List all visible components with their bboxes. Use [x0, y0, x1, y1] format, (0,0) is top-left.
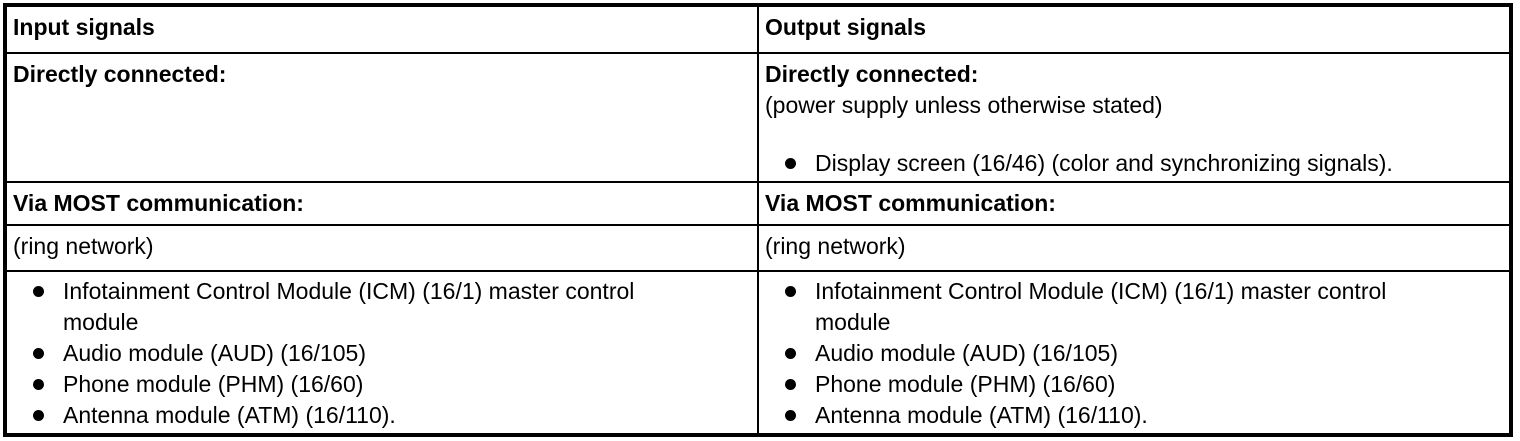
signals-table: Input signals Output signals Directly co…: [3, 3, 1513, 437]
directly-connected-row: Directly connected: Directly connected: …: [4, 52, 1512, 183]
bullet-item-icm: Infotainment Control Module (ICM) (16/1)…: [13, 276, 688, 338]
bullet-item-label: Infotainment Control Module (ICM) (16/1)…: [815, 278, 1387, 335]
input-most-modules-list: Infotainment Control Module (ICM) (16/1)…: [13, 276, 747, 431]
bullet-item-atm: Antenna module (ATM) (16/110).: [765, 400, 1440, 431]
input-directly-connected-title: Directly connected:: [13, 61, 227, 87]
bullet-item-phm: Phone module (PHM) (16/60): [765, 369, 1440, 400]
bullet-item-atm: Antenna module (ATM) (16/110).: [13, 400, 688, 431]
output-ring-network-cell: (ring network): [757, 224, 1512, 272]
bullet-item-display-screen: Display screen (16/46) (color and synchr…: [765, 148, 1499, 179]
input-signals-header: Input signals: [13, 14, 155, 40]
bullet-item-label: Infotainment Control Module (ICM) (16/1)…: [63, 278, 635, 335]
input-directly-connected-cell: Directly connected:: [4, 52, 759, 183]
output-via-most-title: Via MOST communication:: [765, 190, 1056, 216]
output-most-modules-list: Infotainment Control Module (ICM) (16/1)…: [765, 276, 1499, 431]
output-directly-connected-cell: Directly connected: (power supply unless…: [757, 52, 1512, 183]
input-most-modules-cell: Infotainment Control Module (ICM) (16/1)…: [4, 270, 759, 436]
header-row: Input signals Output signals: [4, 4, 1512, 54]
input-via-most-title: Via MOST communication:: [13, 190, 304, 216]
bullet-item-label: Antenna module (ATM) (16/110).: [815, 402, 1148, 428]
bullet-item-label: Audio module (AUD) (16/105): [815, 340, 1118, 366]
bullet-item-label: Phone module (PHM) (16/60): [815, 371, 1116, 397]
output-ring-network-note: (ring network): [765, 233, 906, 259]
bullet-item-aud: Audio module (AUD) (16/105): [765, 338, 1440, 369]
bullet-item-label: Audio module (AUD) (16/105): [63, 340, 366, 366]
bullet-item-phm: Phone module (PHM) (16/60): [13, 369, 688, 400]
bullet-item-label: Phone module (PHM) (16/60): [63, 371, 364, 397]
bullet-item-icm: Infotainment Control Module (ICM) (16/1)…: [765, 276, 1440, 338]
via-most-row: Via MOST communication: Via MOST communi…: [4, 181, 1512, 226]
input-ring-network-cell: (ring network): [4, 224, 759, 272]
output-signals-header: Output signals: [765, 14, 926, 40]
output-via-most-cell: Via MOST communication:: [757, 181, 1512, 226]
most-modules-row: Infotainment Control Module (ICM) (16/1)…: [4, 270, 1512, 436]
output-signals-header-cell: Output signals: [757, 4, 1512, 54]
output-directly-connected-note: (power supply unless otherwise stated): [765, 92, 1163, 118]
bullet-item-aud: Audio module (AUD) (16/105): [13, 338, 688, 369]
input-ring-network-note: (ring network): [13, 233, 154, 259]
input-signals-header-cell: Input signals: [4, 4, 759, 54]
bullet-item-label: Antenna module (ATM) (16/110).: [63, 402, 396, 428]
bullet-item-label: Display screen (16/46) (color and synchr…: [815, 150, 1393, 176]
ring-network-row: (ring network) (ring network): [4, 224, 1512, 272]
output-most-modules-cell: Infotainment Control Module (ICM) (16/1)…: [757, 270, 1512, 436]
output-directly-connected-title: Directly connected:: [765, 61, 979, 87]
input-via-most-cell: Via MOST communication:: [4, 181, 759, 226]
output-directly-connected-list: Display screen (16/46) (color and synchr…: [765, 148, 1499, 179]
